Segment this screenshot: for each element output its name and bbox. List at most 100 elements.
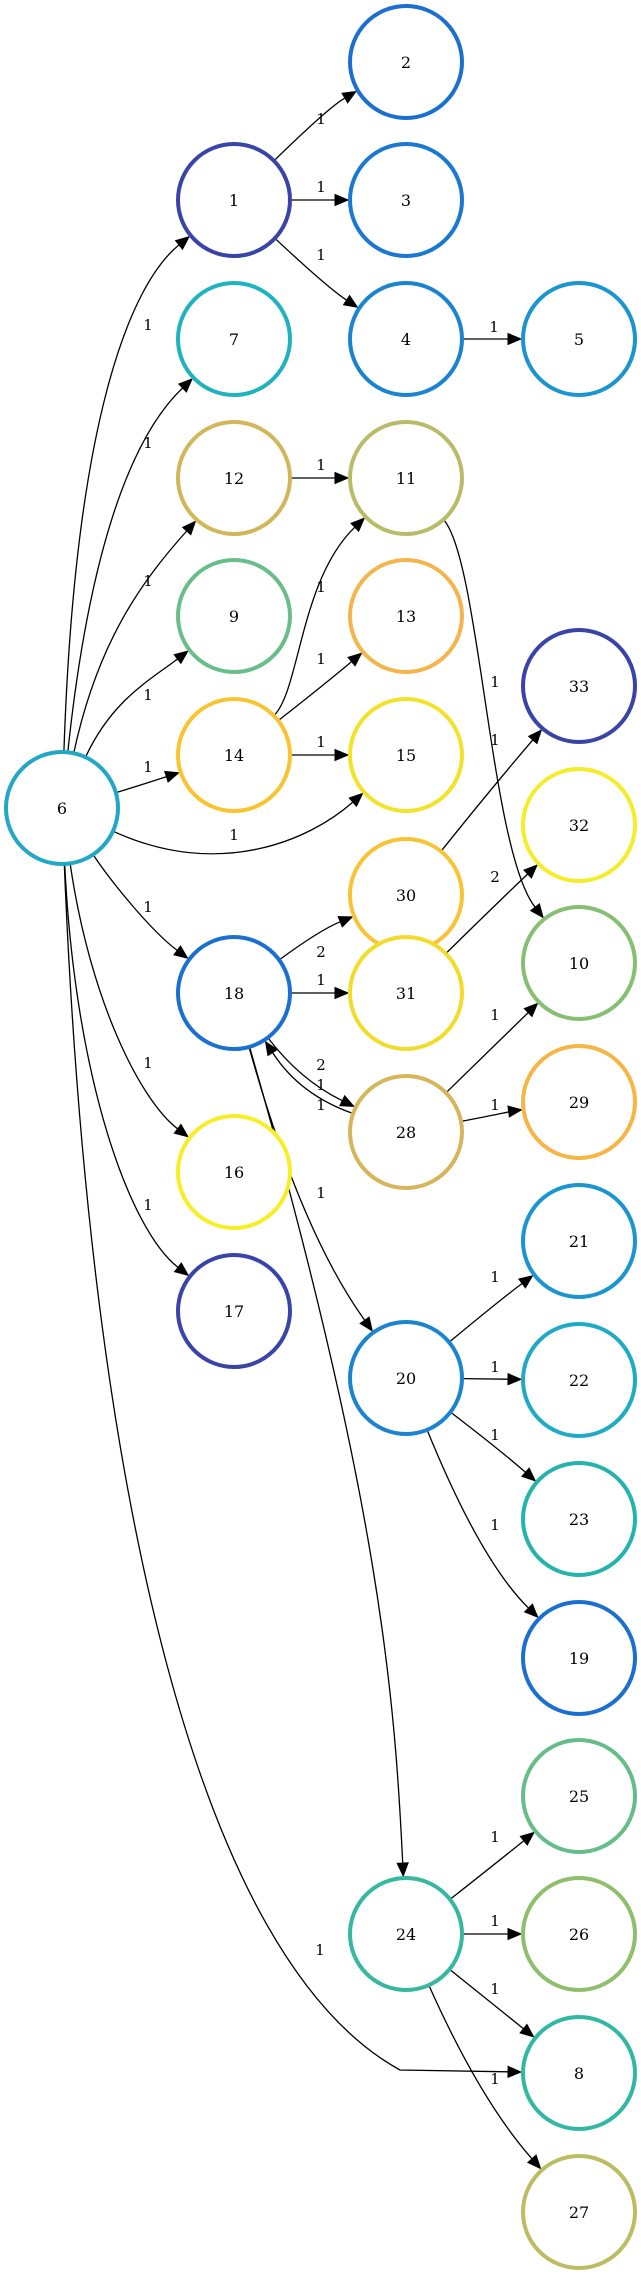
arrowhead-icon — [334, 986, 350, 1000]
edge-14-11: 1 — [273, 517, 366, 717]
node-label: 1 — [229, 191, 239, 210]
node-31: 31 — [348, 935, 464, 1051]
arrowhead-icon — [341, 90, 358, 104]
node-label: 5 — [574, 330, 584, 349]
arrowhead-icon — [519, 2023, 535, 2038]
node-circle — [521, 628, 637, 744]
node-label: 18 — [224, 984, 244, 1003]
arrowhead-icon — [507, 1372, 523, 1386]
node-circle — [348, 1876, 464, 1992]
edge-6-1: 1 — [63, 235, 191, 753]
node-circle — [176, 935, 292, 1051]
node-circle — [348, 420, 464, 536]
edge-line — [273, 97, 346, 162]
edge-line — [274, 237, 347, 301]
edge-18-31: 1 — [290, 971, 350, 1000]
node-circle — [348, 935, 464, 1051]
node-6: 6 — [4, 750, 120, 866]
edge-6-15: 1 — [112, 792, 364, 855]
edge-14-15: 1 — [290, 733, 350, 762]
node-circle — [521, 767, 637, 883]
node-circle — [521, 905, 637, 1021]
node-18: 18 — [176, 935, 292, 1051]
node-19: 19 — [521, 1600, 637, 1716]
edge-line — [450, 1411, 526, 1473]
edge-6-18: 1 — [92, 854, 189, 959]
node-20: 20 — [348, 1320, 464, 1436]
edge-weight-label: 1 — [316, 1076, 326, 1094]
node-circle — [521, 1044, 637, 1160]
edge-6-9: 1 — [84, 650, 189, 758]
edge-weight-label: 1 — [490, 1358, 500, 1376]
node-circle — [176, 697, 292, 813]
edge-6-16: 1 — [69, 863, 189, 1138]
edge-weight-label: 1 — [229, 826, 239, 844]
node-label: 24 — [396, 1925, 416, 1944]
edge-weight-label: 1 — [490, 731, 500, 749]
edge-18-28: 2 — [267, 1037, 356, 1108]
node-label: 23 — [569, 1510, 589, 1529]
node-circle — [4, 750, 120, 866]
node-22: 22 — [521, 1322, 637, 1438]
edge-line — [92, 854, 178, 951]
node-label: 8 — [574, 2064, 584, 2083]
edge-14-13: 1 — [277, 650, 363, 722]
node-14: 14 — [176, 697, 292, 813]
edge-weight-label: 1 — [490, 1006, 500, 1024]
node-15: 15 — [348, 697, 464, 813]
node-33: 33 — [521, 628, 637, 744]
node-label: 9 — [229, 607, 239, 626]
edge-weight-label: 1 — [316, 178, 326, 196]
node-circle — [521, 2015, 637, 2131]
arrowhead-icon — [339, 1094, 356, 1108]
edge-11-10: 1 — [443, 519, 544, 919]
arrowhead-icon — [334, 748, 350, 762]
arrowhead-icon — [337, 916, 354, 928]
node-25: 25 — [521, 1738, 637, 1854]
arrowhead-icon — [350, 517, 366, 533]
edge-weight-label: 1 — [316, 456, 326, 474]
node-11: 11 — [348, 420, 464, 536]
arrowhead-icon — [521, 1467, 537, 1482]
node-circle — [176, 142, 292, 258]
edge-line — [273, 526, 356, 717]
node-28: 28 — [348, 1074, 464, 1190]
edge-weight-label: 1 — [143, 898, 153, 916]
edge-31-32: 2 — [445, 864, 538, 955]
node-16: 16 — [176, 1114, 292, 1230]
node-label: 28 — [396, 1123, 416, 1142]
arrowhead-icon — [526, 2154, 542, 2170]
edge-weight-label: 1 — [490, 1912, 500, 1930]
node-circle — [176, 281, 292, 397]
node-21: 21 — [521, 1183, 637, 1299]
node-label: 7 — [229, 330, 239, 349]
node-32: 32 — [521, 767, 637, 883]
arrowhead-icon — [174, 235, 191, 251]
edge-line — [460, 1110, 511, 1123]
node-label: 22 — [569, 1371, 589, 1390]
node-label: 13 — [396, 607, 416, 626]
node-circle — [348, 697, 464, 813]
edge-line — [445, 1012, 529, 1094]
node-7: 7 — [176, 281, 292, 397]
node-label: 31 — [396, 984, 416, 1003]
edge-1-4: 1 — [274, 237, 359, 308]
node-label: 6 — [57, 799, 67, 818]
node-circle — [176, 1114, 292, 1230]
edge-weight-label: 1 — [143, 434, 153, 452]
edge-line — [73, 530, 188, 754]
edge-weight-label: 1 — [316, 1184, 326, 1202]
node-label: 11 — [396, 469, 416, 488]
edge-6-14: 1 — [115, 758, 180, 794]
node-label: 12 — [224, 469, 244, 488]
arrowhead-icon — [507, 1105, 523, 1118]
edge-6-7: 1 — [67, 378, 193, 753]
edge-line — [267, 1037, 343, 1102]
node-label: 15 — [396, 746, 416, 765]
edge-weight-label: 1 — [316, 971, 326, 989]
edge-line — [448, 1282, 523, 1343]
node-13: 13 — [348, 558, 464, 674]
edge-line — [67, 387, 184, 753]
arrowhead-icon — [164, 770, 180, 783]
